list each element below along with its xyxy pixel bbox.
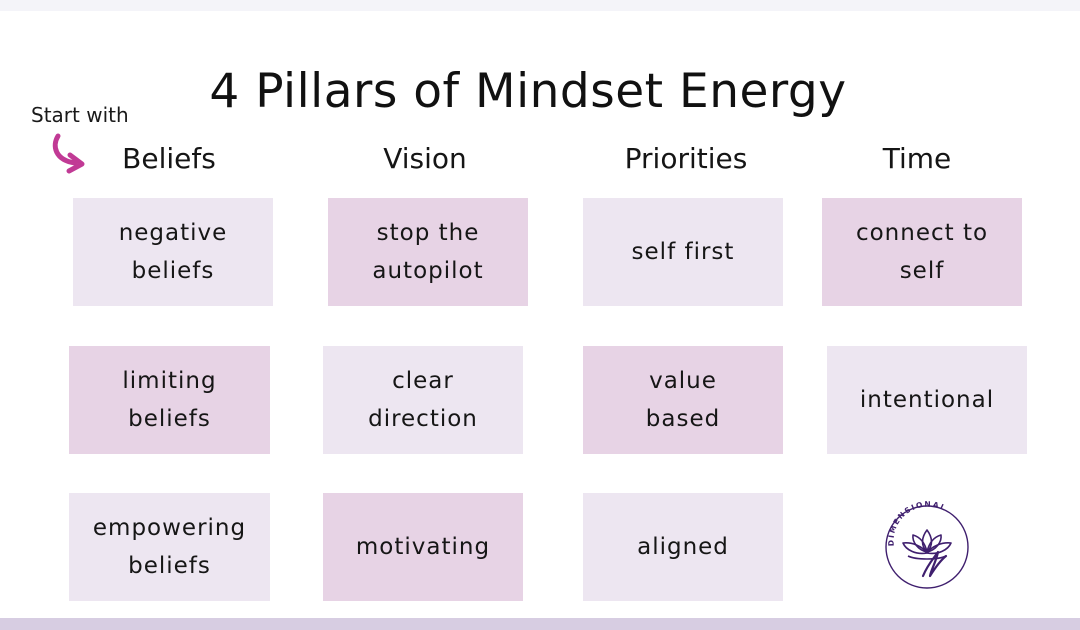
card-clear-direction: clear direction [323, 346, 523, 454]
card-label: empowering beliefs [92, 515, 247, 579]
card-label: intentional [859, 387, 995, 413]
card-value-based: value based [583, 346, 783, 454]
card-stop-the-autopilot: stop the autopilot [328, 198, 528, 306]
card-negative-beliefs: negative beliefs [73, 198, 273, 306]
column-heading-priorities: Priorities [624, 142, 748, 175]
card-limiting-beliefs: limiting beliefs [69, 346, 270, 454]
bottom-band [0, 618, 1080, 630]
start-with-label: Start with [31, 103, 129, 127]
card-label: negative beliefs [118, 220, 228, 284]
card-label: limiting beliefs [122, 368, 217, 432]
lotus-logo-icon: DIMENSIONAL [885, 500, 969, 589]
card-label: value based [645, 368, 721, 432]
top-band [0, 0, 1080, 11]
card-label: self first [631, 239, 735, 265]
card-aligned: aligned [583, 493, 783, 601]
column-heading-beliefs: Beliefs [122, 142, 216, 175]
card-motivating: motivating [323, 493, 523, 601]
card-label: aligned [637, 534, 729, 560]
column-heading-time: Time [882, 142, 952, 175]
card-label: connect to self [855, 220, 989, 284]
page-title: 4 Pillars of Mindset Energy [209, 64, 847, 120]
card-empowering-beliefs: empowering beliefs [69, 493, 270, 601]
curved-arrow-icon [52, 133, 85, 174]
card-connect-to-self: connect to self [822, 198, 1022, 306]
card-label: clear direction [368, 368, 478, 432]
card-label: stop the autopilot [372, 220, 484, 284]
card-self-first: self first [583, 198, 783, 306]
column-heading-vision: Vision [383, 142, 467, 175]
card-intentional: intentional [827, 346, 1027, 454]
card-label: motivating [355, 534, 491, 560]
